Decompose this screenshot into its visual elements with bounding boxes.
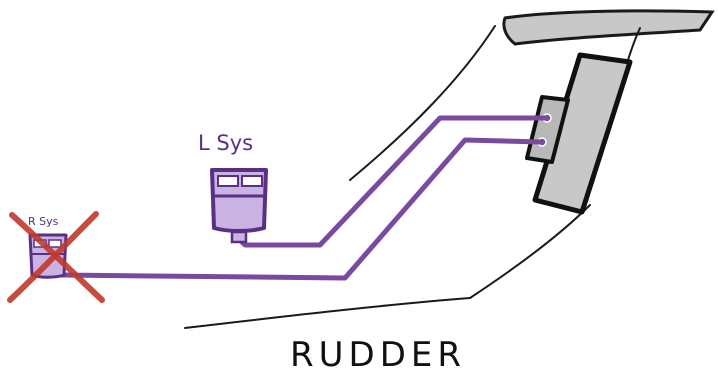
l-sys-label: L Sys [198, 131, 253, 155]
actuator-block [525, 95, 570, 164]
r-sys-label: R Sys [28, 215, 59, 228]
stabilizer-tip [502, 9, 715, 46]
l-sys-outlet [230, 230, 248, 244]
stabilizer-leading-edge [349, 25, 496, 181]
rudder-actuator [525, 52, 633, 215]
hydraulic-lines [57, 115, 550, 281]
rudder-hinge-line [469, 204, 591, 299]
diagram-caption: RUDDER [290, 335, 466, 373]
l-sys-window-right [241, 175, 263, 187]
cross-icon [7, 211, 105, 303]
l-sys-line [237, 115, 550, 248]
r-sys-line [57, 137, 545, 281]
fuselage-line [184, 297, 471, 329]
cross-stroke-2 [7, 211, 99, 303]
r-sys-reservoir: R Sys [28, 215, 68, 279]
r-sys-window-right [48, 239, 62, 248]
tail-outline [184, 9, 715, 329]
l-sys-reservoir: L Sys [198, 131, 268, 244]
l-sys-window-left [217, 175, 239, 187]
